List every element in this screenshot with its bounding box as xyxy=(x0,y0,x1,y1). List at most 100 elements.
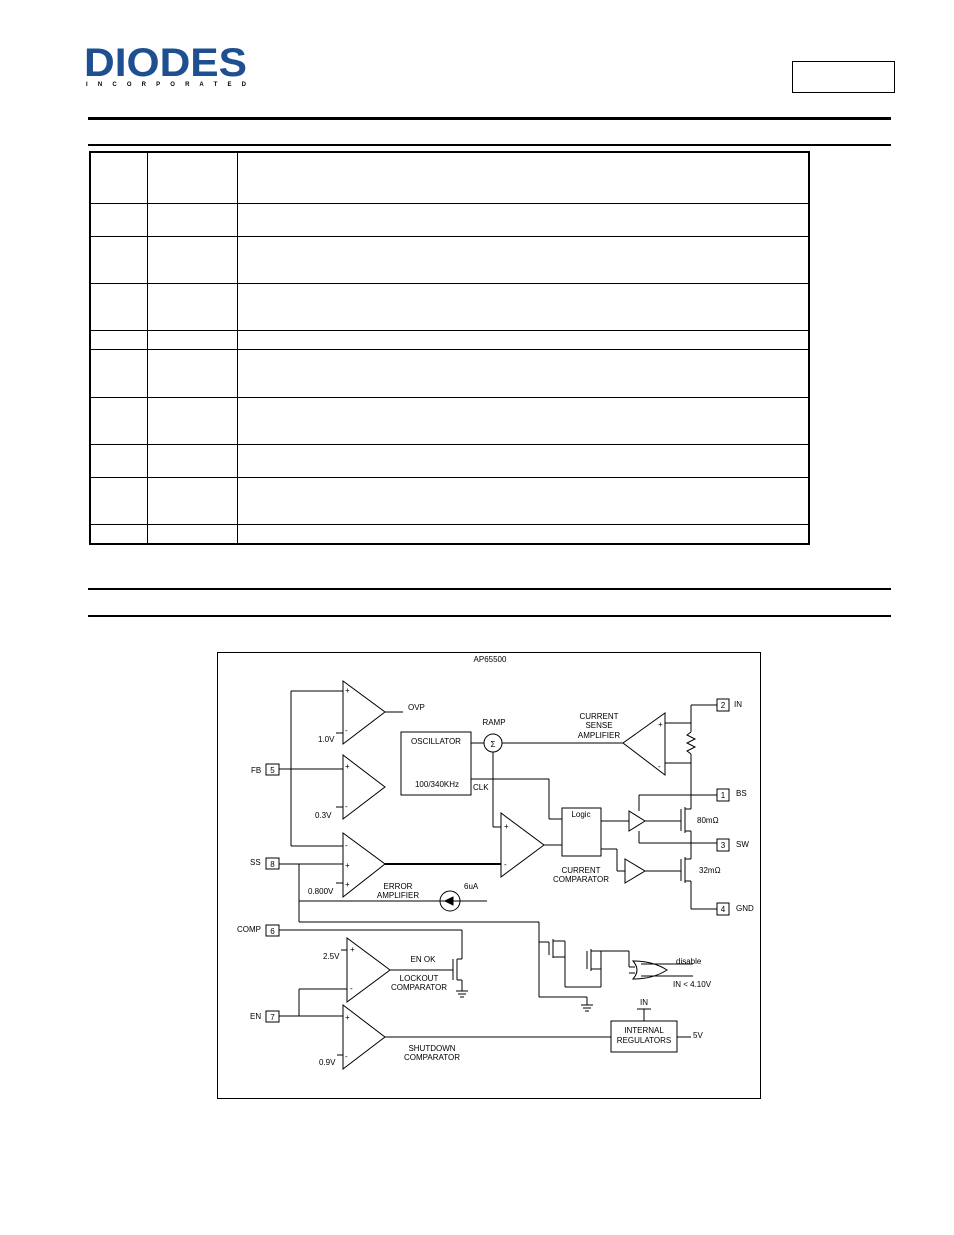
svg-text:+: + xyxy=(345,686,350,695)
pin-fb-label: FB xyxy=(251,766,261,775)
error-amplifier xyxy=(342,832,386,899)
pin-7-number: 7 xyxy=(270,1013,275,1022)
svg-text:IN: IN xyxy=(640,998,648,1007)
pin-8-box xyxy=(265,857,280,870)
logic-block xyxy=(561,807,602,857)
svg-text:IN < 4.10V: IN < 4.10V xyxy=(673,980,712,989)
section-rule-top xyxy=(88,144,891,146)
svg-text:0.3V: 0.3V xyxy=(315,811,332,820)
pin-5-number: 5 xyxy=(270,766,275,775)
table-row xyxy=(89,151,810,204)
svg-text:SHUTDOWN: SHUTDOWN xyxy=(408,1044,455,1053)
svg-text:-: - xyxy=(504,860,507,869)
pin-description-table xyxy=(89,151,810,545)
svg-text:RAMP: RAMP xyxy=(482,718,505,727)
svg-text:COMPARATOR: COMPARATOR xyxy=(553,875,609,884)
svg-text:LOCKOUT: LOCKOUT xyxy=(400,974,439,983)
table-row xyxy=(89,349,810,398)
svg-text:CURRENT: CURRENT xyxy=(561,866,600,875)
pin-8-number: 8 xyxy=(270,860,275,869)
section-rule-mid xyxy=(88,588,891,590)
pin-3-box xyxy=(716,838,730,852)
disable-or-gate xyxy=(631,960,668,980)
svg-text:ERROR: ERROR xyxy=(384,882,413,891)
pin-ss-label: SS xyxy=(250,858,261,867)
svg-text:COMPARATOR: COMPARATOR xyxy=(391,983,447,992)
pin-in-label: IN xyxy=(734,700,742,709)
pin-3-number: 3 xyxy=(721,841,726,850)
svg-text:100/340KHz: 100/340KHz xyxy=(415,780,459,789)
pin-sw-label: SW xyxy=(736,840,749,849)
svg-text:EN OK: EN OK xyxy=(411,955,437,964)
svg-text:0.800V: 0.800V xyxy=(308,887,334,896)
svg-text:COMPARATOR: COMPARATOR xyxy=(404,1053,460,1062)
current-comparator xyxy=(500,812,545,878)
shutdown-comparator xyxy=(342,1003,386,1071)
pin-1-box xyxy=(716,788,730,802)
svg-text:REGULATORS: REGULATORS xyxy=(617,1036,671,1045)
svg-text:Logic: Logic xyxy=(571,810,590,819)
svg-text:+: + xyxy=(345,762,350,771)
table-row xyxy=(89,396,810,445)
svg-text:5V: 5V xyxy=(693,1031,703,1040)
ovp-comparator xyxy=(342,680,386,746)
svg-text:+: + xyxy=(350,945,355,954)
high-side-driver xyxy=(628,810,646,832)
current-sense-amplifier xyxy=(622,712,666,777)
svg-text:INTERNAL: INTERNAL xyxy=(624,1026,664,1035)
pin-4-number: 4 xyxy=(721,905,726,914)
logo-wordmark: DIODES xyxy=(84,42,247,85)
pin-bs-label: BS xyxy=(736,789,747,798)
table-row xyxy=(89,477,810,526)
svg-text:AMPLIFIER: AMPLIFIER xyxy=(578,731,620,740)
table-row xyxy=(89,283,810,332)
pin-gnd-label: GND xyxy=(736,904,754,913)
svg-text:0.9V: 0.9V xyxy=(319,1058,336,1067)
oscillator-block xyxy=(400,731,472,796)
svg-text:6uA: 6uA xyxy=(464,882,479,891)
svg-text:-: - xyxy=(350,984,353,993)
svg-text:2.5V: 2.5V xyxy=(323,952,340,961)
svg-text:CLK: CLK xyxy=(473,783,489,792)
ss-current-source xyxy=(439,890,461,912)
svg-text:+: + xyxy=(345,880,350,889)
svg-text:1.0V: 1.0V xyxy=(318,735,335,744)
header-rule xyxy=(88,117,891,120)
svg-text:-: - xyxy=(345,802,348,811)
pin-comp-label: COMP xyxy=(237,925,261,934)
svg-text:80mΩ: 80mΩ xyxy=(697,816,719,825)
table-row xyxy=(89,524,810,545)
pin-en-label: EN xyxy=(250,1012,261,1021)
table-row xyxy=(89,235,810,285)
svg-text:32mΩ: 32mΩ xyxy=(699,866,721,875)
table-row xyxy=(89,443,810,479)
pin-4-box xyxy=(716,902,730,916)
lockout-comparator xyxy=(346,937,391,1003)
diagram-title: AP65500 xyxy=(474,655,507,664)
diodes-logo: DIODES I N C O R P O R A T E D xyxy=(84,42,247,88)
svg-text:-: - xyxy=(658,762,661,771)
svg-text:-: - xyxy=(345,1052,348,1061)
part-number-box xyxy=(792,61,895,93)
ovp-label: OVP xyxy=(408,703,425,712)
pin-2-box xyxy=(716,698,730,712)
svg-text:+: + xyxy=(504,822,509,831)
svg-text:disable: disable xyxy=(676,957,702,966)
svg-text:-: - xyxy=(345,726,348,735)
svg-text:AMPLIFIER: AMPLIFIER xyxy=(377,891,419,900)
functional-block-diagram: AP65500 + - OVP 1.0V + - 0.3V 5 FB - + +… xyxy=(217,652,761,1099)
pin-1-number: 1 xyxy=(721,791,726,800)
section-rule-bottom xyxy=(88,615,891,617)
table-row xyxy=(89,330,810,351)
low-side-driver xyxy=(624,858,646,884)
svg-text:+: + xyxy=(345,861,350,870)
pin-6-number-text: 6 xyxy=(270,927,275,936)
svg-text:+: + xyxy=(345,1013,350,1022)
table-row xyxy=(89,202,810,237)
svg-text:-: - xyxy=(345,841,348,850)
pin-2-number: 2 xyxy=(721,701,726,710)
svg-text:OSCILLATOR: OSCILLATOR xyxy=(411,737,461,746)
fb-comparator xyxy=(342,753,386,821)
svg-text:+: + xyxy=(658,720,663,729)
pin-5-box xyxy=(265,763,280,776)
